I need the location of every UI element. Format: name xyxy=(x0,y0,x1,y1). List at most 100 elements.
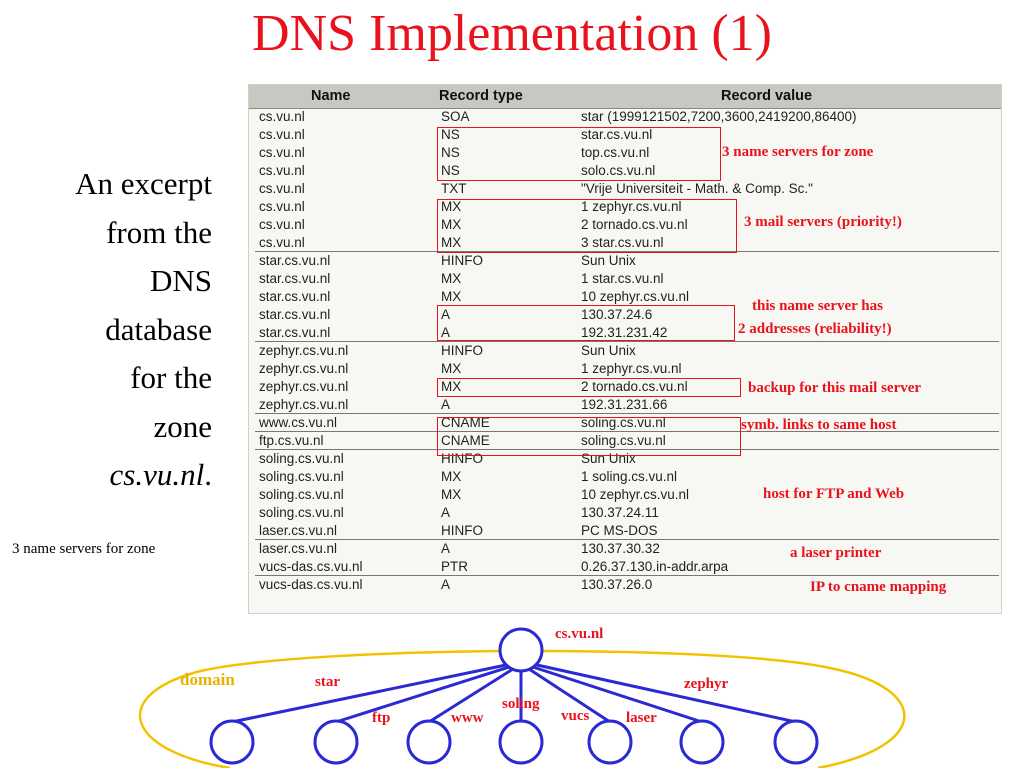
edge-www xyxy=(428,667,514,724)
zone-name: cs.vu.nl xyxy=(109,457,205,492)
highlight-cname-links xyxy=(437,417,741,456)
cell-record-value: 1 zephyr.cs.vu.nl xyxy=(581,199,682,214)
cell-name: star.cs.vu.nl xyxy=(259,253,331,268)
cell-name: soling.cs.vu.nl xyxy=(259,469,344,484)
cell-record-type: TXT xyxy=(441,181,467,196)
cell-record-value: 3 star.cs.vu.nl xyxy=(581,235,664,250)
cell-name: soling.cs.vu.nl xyxy=(259,451,344,466)
cell-record-value: "Vrije Universiteit - Math. & Comp. Sc." xyxy=(581,181,813,196)
cell-name: laser.cs.vu.nl xyxy=(259,523,338,538)
cell-record-type: MX xyxy=(441,361,462,376)
cell-record-type: MX xyxy=(441,199,462,214)
cell-name: cs.vu.nl xyxy=(259,235,305,250)
label-laser: laser xyxy=(626,710,657,726)
cell-record-value: Sun Unix xyxy=(581,343,636,358)
cell-name: cs.vu.nl xyxy=(259,217,305,232)
cell-record-value: 130.37.24.11 xyxy=(581,505,659,520)
page-title: DNS Implementation (1) xyxy=(252,5,772,62)
group-divider xyxy=(255,449,999,450)
cell-record-type: NS xyxy=(441,127,460,142)
label-zephyr: zephyr xyxy=(684,676,729,692)
cell-record-type: CNAME xyxy=(441,415,490,430)
cell-record-type: A xyxy=(441,577,451,592)
cell-record-type: PTR xyxy=(441,559,468,574)
annotation-laser-printer: a laser printer xyxy=(790,545,882,561)
node-zephyr xyxy=(773,719,819,765)
cell-name: cs.vu.nl xyxy=(259,145,305,160)
group-divider xyxy=(255,539,999,540)
node-soling xyxy=(498,719,544,765)
cell-name: star.cs.vu.nl xyxy=(259,325,331,340)
cell-record-type: MX xyxy=(441,217,462,232)
label-root: cs.vu.nl xyxy=(555,626,604,642)
cell-record-value: PC MS-DOS xyxy=(581,523,658,538)
tree-nodes xyxy=(209,627,819,765)
cell-record-type: A xyxy=(441,325,451,340)
cell-name: laser.cs.vu.nl xyxy=(259,541,338,556)
cell-record-type: A xyxy=(441,307,451,322)
cell-name: star.cs.vu.nl xyxy=(259,307,331,322)
annotation-name-servers: 3 name servers for zone xyxy=(722,144,874,160)
label-ftp: ftp xyxy=(372,710,391,726)
node-vucs xyxy=(587,719,633,765)
cell-name: zephyr.cs.vu.nl xyxy=(259,397,349,412)
cell-name: vucs-das.cs.vu.nl xyxy=(259,559,363,574)
cell-record-type: HINFO xyxy=(441,343,483,358)
cell-name: zephyr.cs.vu.nl xyxy=(259,379,349,394)
cell-name: star.cs.vu.nl xyxy=(259,289,331,304)
annotation-ftp-web: host for FTP and Web xyxy=(763,486,905,502)
excerpt-line: from the xyxy=(106,214,212,250)
group-divider xyxy=(255,413,999,414)
cell-name: cs.vu.nl xyxy=(259,127,305,142)
domain-tree-svg xyxy=(138,627,906,770)
cell-record-value: 0.26.37.130.in-addr.arpa xyxy=(581,559,729,574)
group-divider xyxy=(255,341,999,342)
label-vucs: vucs xyxy=(561,708,590,724)
cell-name: soling.cs.vu.nl xyxy=(259,505,344,520)
cell-record-value: 2 tornado.cs.vu.nl xyxy=(581,379,688,394)
excerpt-zone-line: cs.vu.nl. xyxy=(20,451,212,500)
cell-record-value: 130.37.30.32 xyxy=(581,541,660,556)
cell-name: cs.vu.nl xyxy=(259,163,305,178)
cell-name: ftp.cs.vu.nl xyxy=(259,433,324,448)
cell-record-value: soling.cs.vu.nl xyxy=(581,415,666,430)
excerpt-line: zone xyxy=(153,408,212,444)
node-star xyxy=(209,719,255,765)
excerpt-line: for the xyxy=(130,360,212,395)
annotation-ptr-mapping: IP to cname mapping xyxy=(810,579,947,595)
side-note: 3 name servers for zone xyxy=(12,541,156,557)
annotation-backup-mx: backup for this mail server xyxy=(748,380,922,396)
cell-record-value: 10 zephyr.cs.vu.nl xyxy=(581,487,690,502)
cell-name: www.cs.vu.nl xyxy=(259,415,338,430)
edge-laser xyxy=(532,665,703,724)
highlight-mail-servers xyxy=(437,199,737,253)
cell-name: star.cs.vu.nl xyxy=(259,271,331,286)
excerpt-line: An excerpt xyxy=(75,166,212,201)
zone-period: . xyxy=(204,457,212,492)
node-laser xyxy=(679,719,725,765)
cell-record-type: A xyxy=(441,541,451,556)
node-root xyxy=(498,627,544,673)
cell-record-value: Sun Unix xyxy=(581,253,636,268)
cell-name: cs.vu.nl xyxy=(259,199,305,214)
edge-star xyxy=(231,663,507,724)
cell-record-type: NS xyxy=(441,163,460,178)
label-soling: soling xyxy=(502,696,540,712)
cell-record-value: Sun Unix xyxy=(581,451,636,466)
cell-record-value: star (1999121502,7200,3600,2419200,86400… xyxy=(581,109,857,124)
annotation-mail-servers: 3 mail servers (priority!) xyxy=(744,214,902,230)
cell-name: zephyr.cs.vu.nl xyxy=(259,361,349,376)
cell-record-value: 130.37.24.6 xyxy=(581,307,653,322)
cell-name: vucs-das.cs.vu.nl xyxy=(259,577,363,592)
excerpt-line: database xyxy=(105,311,212,347)
cell-record-value: 10 zephyr.cs.vu.nl xyxy=(581,289,690,304)
header-name: Name xyxy=(311,88,351,104)
cell-record-value: 192.31.231.42 xyxy=(581,325,668,340)
cell-record-type: SOA xyxy=(441,109,470,124)
node-ftp xyxy=(313,719,359,765)
cell-record-value: 2 tornado.cs.vu.nl xyxy=(581,217,688,232)
edge-vucs xyxy=(528,667,611,724)
excerpt-line: DNS xyxy=(149,263,212,298)
cell-record-value: top.cs.vu.nl xyxy=(581,145,650,160)
label-star: star xyxy=(315,674,340,690)
